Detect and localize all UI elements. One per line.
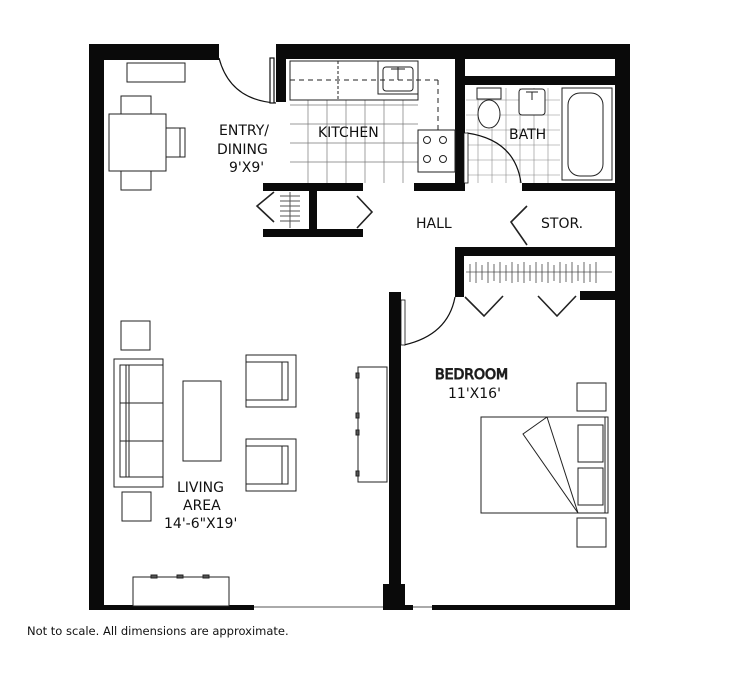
bath-door <box>466 132 522 184</box>
entry-dining-label: ENTRY/ <box>219 123 269 139</box>
entry-dining-label: DINING <box>217 142 268 158</box>
toilet-bowl <box>477 99 501 129</box>
dining-chair <box>165 127 186 158</box>
living-area-dimensions: 14'-6"X19' <box>164 516 237 532</box>
turned-down-blanket <box>522 416 579 514</box>
nightstand <box>576 517 607 548</box>
end-table <box>121 491 152 522</box>
dining-chair <box>120 170 152 191</box>
closet-bifold-door <box>537 295 577 318</box>
entry-console <box>126 62 186 83</box>
room-labels: ENTRY/ DINING 9'X9' LIVING AREA 14'-6"X1… <box>164 123 269 532</box>
end-table <box>120 320 151 351</box>
bath: BATH <box>463 87 613 184</box>
bedroom-furniture: BEDROOM 11'X16' <box>435 367 609 548</box>
pillow <box>577 424 604 463</box>
dining-table <box>108 113 167 172</box>
closet-bifold-door <box>464 295 504 318</box>
entry-door <box>218 57 277 104</box>
hall-label: HALL <box>416 216 452 232</box>
coffee-table <box>182 380 222 462</box>
toilet-tank <box>476 87 502 100</box>
sink <box>518 88 546 116</box>
pillow <box>577 467 604 506</box>
bedroom-dimensions: 11'X16' <box>448 386 501 402</box>
bedroom-closet <box>464 262 612 318</box>
disclaimer-caption: Not to scale. All dimensions are approxi… <box>27 624 289 638</box>
dining-chair <box>120 95 152 116</box>
dining-furniture <box>108 62 186 191</box>
living-furniture <box>113 320 388 607</box>
kitchen: KITCHEN <box>289 60 456 183</box>
kitchen-label: KITCHEN <box>318 125 379 141</box>
closets-below-kitchen <box>255 191 374 229</box>
living-area-label: LIVING <box>177 480 224 496</box>
tv-console <box>357 366 388 483</box>
living-area-label: AREA <box>183 498 221 514</box>
sofa <box>113 358 164 488</box>
dresser-console <box>132 576 230 607</box>
bedroom-door <box>400 296 456 346</box>
bath-label: BATH <box>509 127 546 143</box>
storage-label: STOR. <box>541 216 583 232</box>
nightstand <box>576 382 607 412</box>
bedroom-label: BEDROOM <box>435 367 508 383</box>
walls <box>89 44 630 610</box>
storage-bifold-door <box>509 205 528 246</box>
entry-dining-dimensions: 9'X9' <box>229 160 264 176</box>
bathtub <box>567 92 604 177</box>
hall-storage: HALL STOR. <box>416 205 583 246</box>
